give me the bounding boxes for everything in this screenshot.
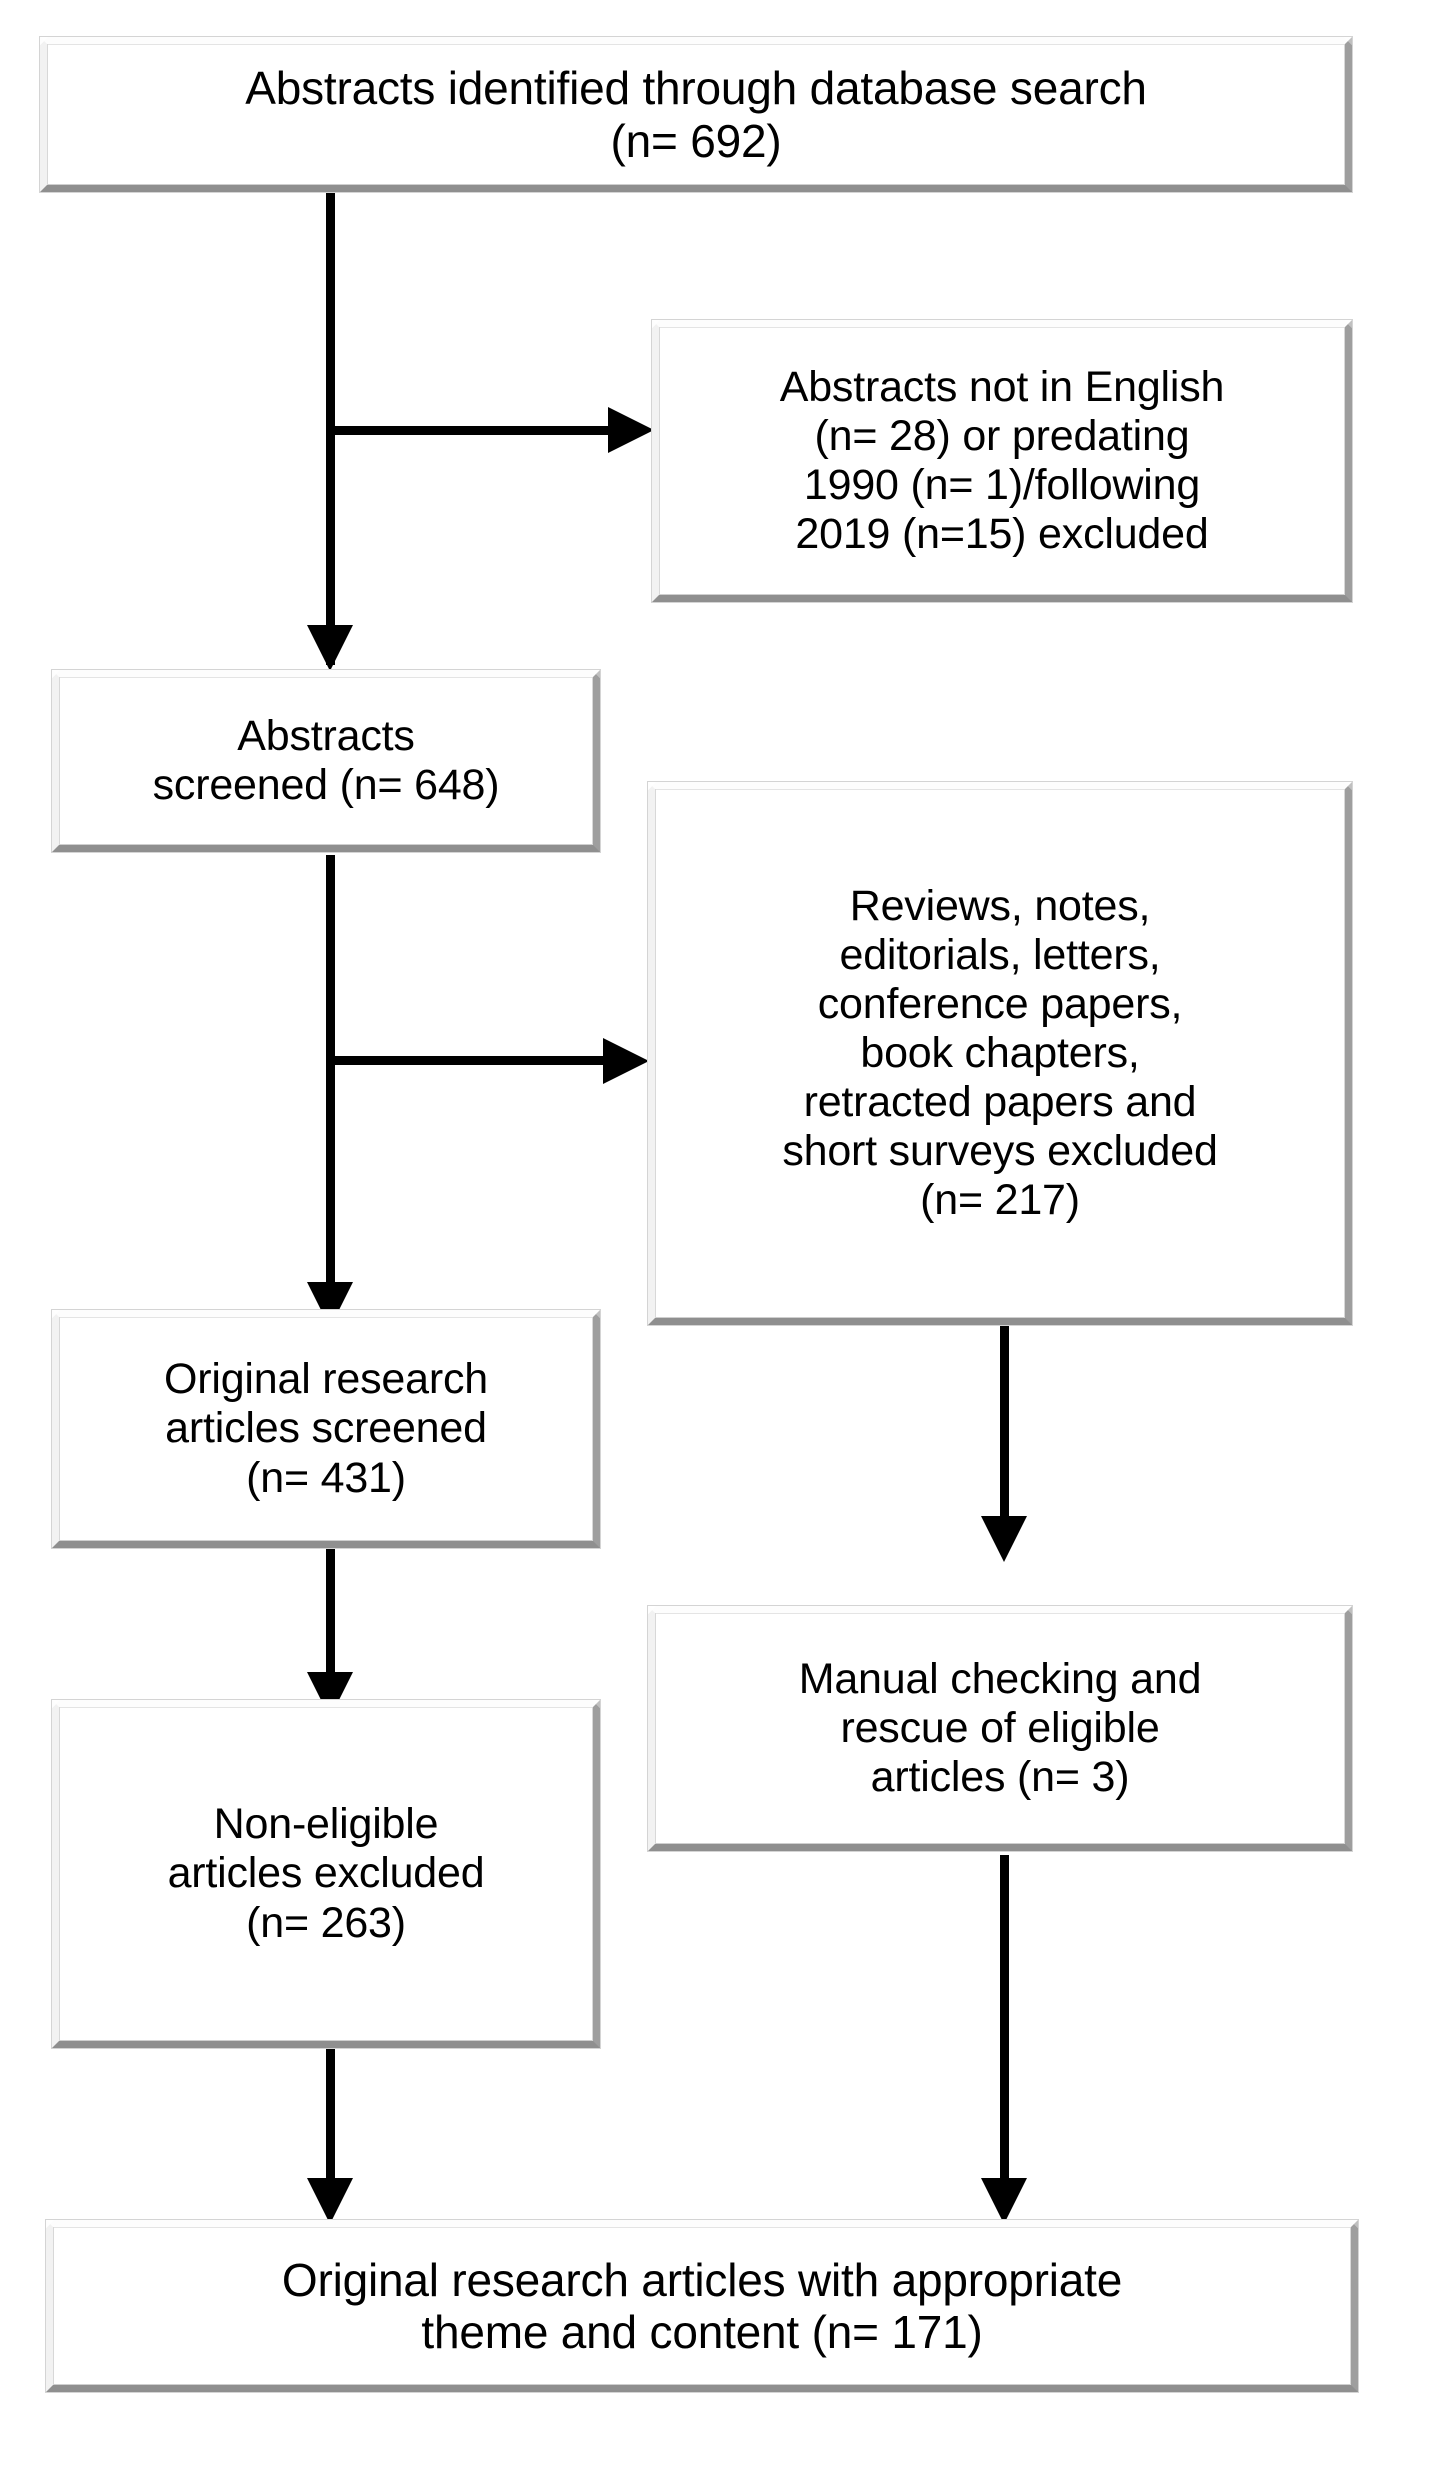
connector-identified-trunk — [326, 185, 335, 665]
node-original-research-screened[interactable]: Original research articles screened (n= … — [52, 1310, 600, 1548]
connector-manual-rescue-to-final — [1000, 1855, 1009, 2195]
connector-screened-branch-horizontal — [326, 1056, 611, 1065]
node-abstracts-screened[interactable]: Abstracts screened (n= 648) — [52, 670, 600, 852]
node-excluded-document-types[interactable]: Reviews, notes, editorials, letters, con… — [648, 782, 1352, 1325]
node-final-included-articles[interactable]: Original research articles with appropri… — [46, 2220, 1358, 2392]
node-abstracts-identified-label: Abstracts identified through database se… — [245, 62, 1147, 167]
node-abstracts-excluded-language-date-label: Abstracts not in English (n= 28) or pred… — [779, 362, 1225, 559]
connector-doctype-to-manual-rescue — [1000, 1325, 1009, 1530]
node-non-eligible-excluded-label: Non-eligible articles excluded (n= 263) — [167, 1800, 485, 1947]
connector-screened-trunk — [326, 855, 335, 1325]
node-non-eligible-excluded[interactable]: Non-eligible articles excluded (n= 263) — [52, 1700, 600, 2048]
arrow-right-to-doctype-exclusion — [603, 1038, 649, 1084]
node-final-included-articles-label: Original research articles with appropri… — [281, 2253, 1123, 2358]
node-abstracts-screened-label: Abstracts screened (n= 648) — [152, 711, 500, 809]
node-manual-checking-rescue-label: Manual checking and rescue of eligible a… — [798, 1654, 1202, 1801]
arrow-right-to-language-exclusion — [608, 407, 654, 453]
connector-identified-branch-horizontal — [326, 426, 616, 435]
arrow-down-to-manual-rescue — [981, 1516, 1027, 1562]
connector-original-research-to-non-eligible — [326, 1492, 335, 1687]
node-excluded-document-types-label: Reviews, notes, editorials, letters, con… — [782, 881, 1218, 1225]
node-original-research-screened-label: Original research articles screened (n= … — [163, 1355, 488, 1502]
arrow-down-manual-rescue-to-final — [981, 2178, 1027, 2224]
node-abstracts-excluded-language-date[interactable]: Abstracts not in English (n= 28) or pred… — [652, 320, 1352, 602]
node-manual-checking-rescue[interactable]: Manual checking and rescue of eligible a… — [648, 1606, 1352, 1851]
arrow-down-non-eligible-to-final — [307, 2178, 353, 2224]
connector-non-eligible-to-final — [326, 2048, 335, 2193]
node-abstracts-identified[interactable]: Abstracts identified through database se… — [40, 37, 1352, 192]
arrow-down-to-abstracts-screened — [307, 625, 353, 671]
